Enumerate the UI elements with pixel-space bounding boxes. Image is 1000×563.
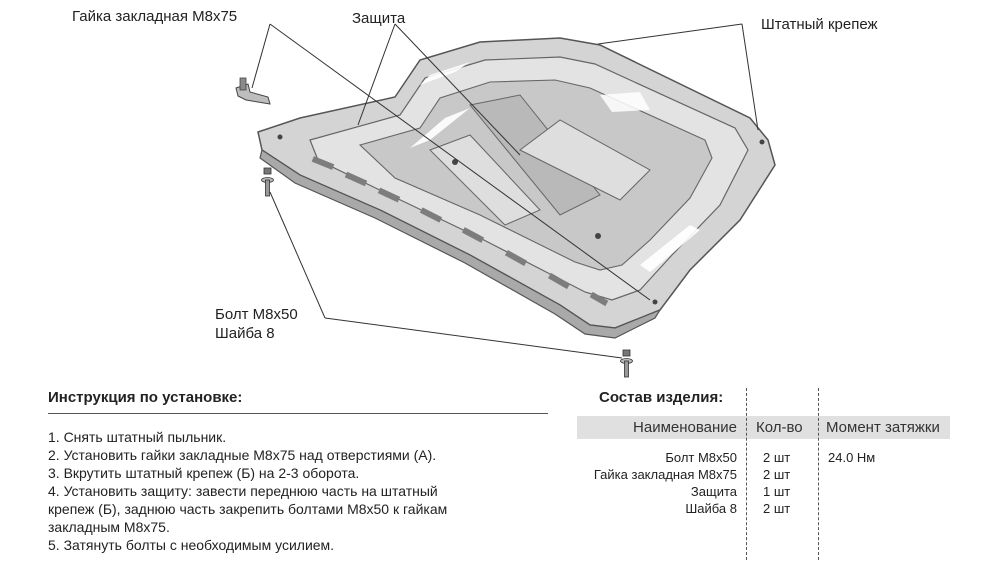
table-cell-name: Гайка закладная М8x75 [593,467,737,482]
embedded-nut-part [235,77,271,105]
column-header-torque: Момент затяжки [826,419,940,436]
table-cell-name: Болт М8х50 [665,450,737,465]
bolt-part-left [261,167,274,197]
instruction-step: 1. Снять штатный пыльник. [48,429,227,445]
column-qty-values: 2 шт 2 шт 1 шт 2 шт [763,449,790,517]
column-header-qty: Кол-во [756,419,803,436]
table-cell-name: Защита [690,484,737,499]
instruction-step: 5. Затянуть болты с необходимым усилием. [48,537,335,553]
shield-plate [257,37,776,339]
table-cell-qty: 2 шт [763,450,791,465]
instruction-step: 4. Установить защиту: завести переднюю ч… [48,483,438,499]
table-cell-qty: 1 шт [763,484,791,499]
instruction-step: крепеж (Б), заднюю часть закрепить болта… [48,501,448,517]
instruction-step: 3. Вкрутить штатный крепеж (Б) на 2-3 об… [48,465,360,481]
instruction-step: закладным М8x75. [48,519,170,535]
column-name-values: Болт М8х50 Гайка закладная М8x75 Защита … [560,449,737,517]
column-divider [746,388,747,560]
table-cell-qty: 2 шт [763,501,791,516]
label-bolt: Болт М8х50 [215,306,298,323]
label-standard-fastener: Штатный крепеж [761,16,878,33]
table-cell-qty: 2 шт [763,467,791,482]
composition-title: Состав изделия: [599,389,724,406]
skid-plate-diagram [235,23,776,378]
bolt-part-right [620,349,633,378]
table-header-bar [577,416,950,439]
column-divider [818,388,819,560]
instructions-divider [48,413,548,414]
instructions-list: 1. Снять штатный пыльник. 2. Установить … [48,428,447,554]
table-cell-torque: 24.0 Нм [828,450,876,465]
column-header-name: Наименование [633,419,737,436]
label-embedded-nut: Гайка закладная М8x75 [72,8,238,25]
instruction-step: 2. Установить гайки закладные М8x75 над … [48,447,437,463]
table-cell-name: Шайба 8 [685,501,737,516]
label-washer: Шайба 8 [215,325,275,342]
leader-lines [251,23,759,359]
label-shield: Защита [352,10,406,27]
column-torque-values: 24.0 Нм [828,449,875,466]
instructions-title: Инструкция по установке: [48,389,243,406]
